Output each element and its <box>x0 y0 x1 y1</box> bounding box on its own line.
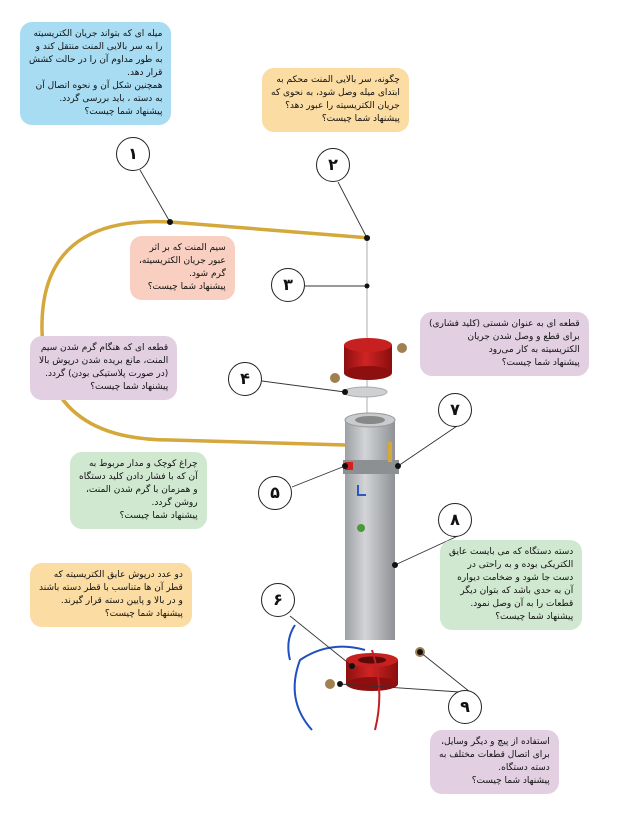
callout-number-2: ۲ <box>316 148 350 182</box>
washer <box>342 386 388 398</box>
callout-number-5: ۵ <box>258 476 292 510</box>
screw <box>325 679 335 689</box>
callout-number-8: ۸ <box>438 503 472 537</box>
leader-dots <box>167 219 423 687</box>
callout-number-1: ۱ <box>116 137 150 171</box>
callout-number-6: ۶ <box>261 583 295 617</box>
callout-6-text: دو عدد درپوش عایق الکتریسیته که قطر آن ه… <box>30 563 192 627</box>
callout-5-text: چراغ کوچک و مدار مربوط به آن که با فشار … <box>70 452 207 529</box>
handle <box>343 412 399 640</box>
callout-2-text: چگونه، سر بالایی المنت محکم به ابتدای می… <box>262 68 409 132</box>
callout-number-3: ۳ <box>271 268 305 302</box>
blue-wire <box>293 645 366 731</box>
callout-3-text: سیم المنت که بر اثر عبور جریان الکتریسیت… <box>130 236 235 300</box>
callout-7-text: قطعه ای به عنوان شستی (کلید فشاری) برای … <box>420 312 589 376</box>
callout-number-4: ۴ <box>228 362 262 396</box>
leader-lines <box>139 169 471 693</box>
callout-4-text: قطعه ای که هنگام گرم شدن سیم المنت، مانع… <box>30 336 178 400</box>
bottom-cap <box>346 653 398 691</box>
callout-8-text: دسته دستگاه که می بایست عایق الکتریکی بو… <box>440 540 583 630</box>
callout-1-text: میله ای که بتواند جریان الکتریسیته را به… <box>20 22 172 125</box>
callout-number-7: ۷ <box>438 393 472 427</box>
callout-number-9: ۹ <box>448 690 482 724</box>
screw <box>330 373 340 383</box>
top-cap <box>344 338 392 380</box>
rod <box>40 219 371 447</box>
screw <box>397 343 407 353</box>
callout-9-text: استفاده از پیچ و دیگر وسایل، برای اتصال … <box>430 730 559 794</box>
red-wire <box>371 649 381 731</box>
